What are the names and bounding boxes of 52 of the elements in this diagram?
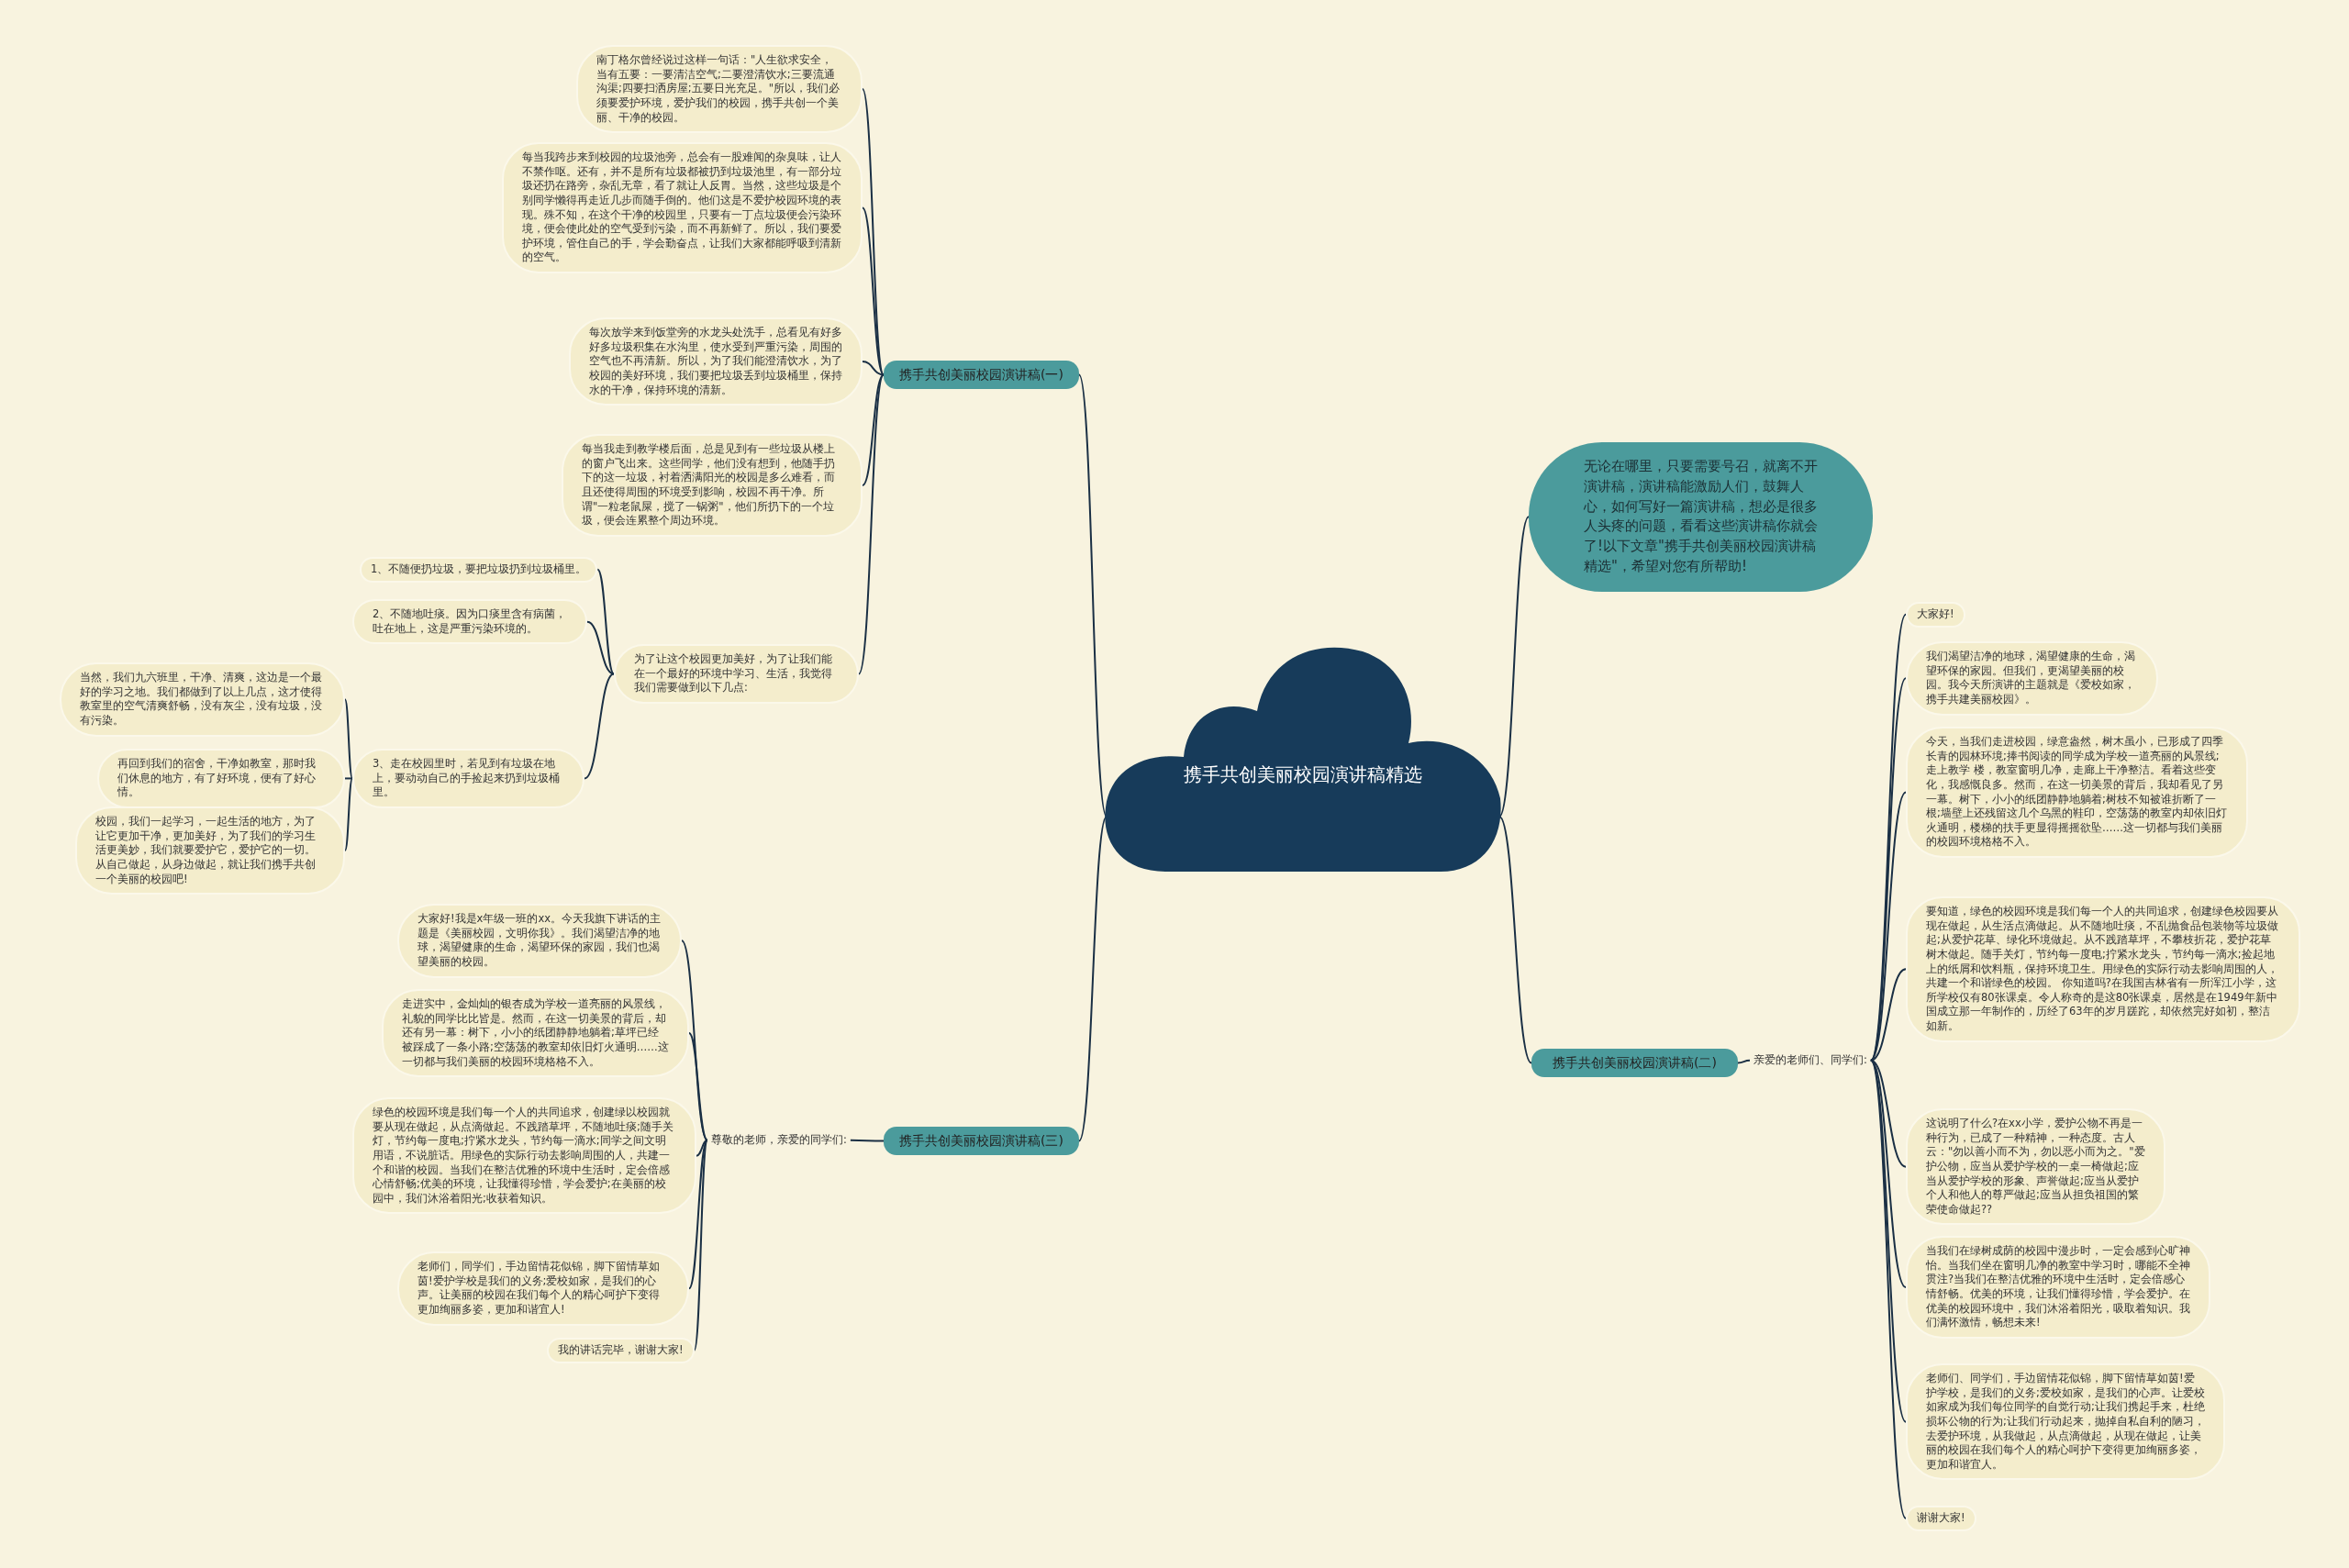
connector xyxy=(1869,1059,1907,1519)
connector xyxy=(586,620,615,675)
text-bubble: 谢谢大家! xyxy=(1906,1506,1976,1531)
connector xyxy=(849,1139,885,1142)
branch-box: 携手共创美丽校园演讲稿(三) xyxy=(884,1127,1079,1156)
connector xyxy=(862,373,885,486)
text-bubble: 大家好! xyxy=(1906,602,1965,628)
text-bubble: 我们渴望洁净的地球，渴望健康的生命，渴望环保的家园。但我们，更渴望美丽的校园。我今天所演讲的主题就是《爱校如家，携手共建美丽校园》。 xyxy=(1906,641,2158,716)
connector xyxy=(693,1139,708,1351)
text-bubble: 当然，我们九六班里，干净、清爽，这边是一个最好的学习之地。我们都做到了以上几点，这才使得教室里的空气清爽舒畅，没有灰尘，没有垃圾，没有污染。 xyxy=(60,662,345,737)
connector xyxy=(344,698,353,780)
text-bubble: 校园，我们一起学习，一起生活的地方，为了让它更加干净，更加美好，为了我们的学习生活更美妙，我们就要爱护它，爱护它的一切。从自己做起，从身边做起，就让我们携手共创一个美丽的校园吧! xyxy=(75,806,345,895)
connector xyxy=(344,777,353,852)
text-bubble: 这说明了什么?在xx小学，爱护公物不再是一种行为，已成了一种精神，一种态度。古人云："勿以善小而不为，勿以恶小而为之。"爱护公物，应当从爱护学校的一桌一椅做起;应当从爱护学校的形象、声誉做起;应当从爱护个人和他人的尊严做起;应当从担负祖国的繁荣使命做起?? xyxy=(1906,1108,2165,1226)
text-bubble: 为了让这个校园更加美好，为了让我们能在一个最好的环境中学习、生活，我觉得我们需要做到以下几点: xyxy=(614,644,859,704)
text-label: 亲爱的老师们、同学们: xyxy=(1750,1051,1871,1070)
text-label: 尊敬的老师，亲爱的同学们: xyxy=(707,1131,851,1150)
intro-bubble: 无论在哪里，只要需要号召，就离不开演讲稿，演讲稿能激励人们，鼓舞人心，如何写好一篇演讲稿，想必是很多人头疼的问题，看看这些演讲稿你就会了!以下文章"携手共创美丽校园演讲稿精选"，希望对您有所帮助! xyxy=(1529,442,1873,592)
connector xyxy=(1498,816,1532,1064)
connector xyxy=(1869,968,1907,1062)
connector xyxy=(696,1139,708,1157)
connector xyxy=(344,777,353,780)
branch-box: 携手共创美丽校园演讲稿(二) xyxy=(1531,1049,1738,1078)
connector xyxy=(584,673,615,780)
connector xyxy=(1498,516,1530,817)
text-bubble: 走进实中，金灿灿的银杏成为学校一道亮丽的风景线，礼貌的同学比比皆是。然而，在这一切美景的背后，却还有另一幕：树下，小小的纸团静静地躺着;草坪已经被踩成了一条小路;空荡荡的教室却依旧灯火通明……这一切都与我们美丽的校园环境格格不入。 xyxy=(382,989,689,1078)
text-bubble: 大家好!我是x年级一班的xx。今天我旗下讲话的主题是《美丽校园，文明你我》。我们渴望洁净的地球，渴望健康的生命，渴望环保的家园，我们也渴望美丽的校园。 xyxy=(397,904,682,978)
text-bubble: 再回到我们的宿舍，干净如教室，那时我们休息的地方，有了好环境，便有了好心情。 xyxy=(97,749,345,808)
connector xyxy=(1869,791,1907,1062)
text-bubble: 绿色的校园环境是我们每一个人的共同追求，创建绿以校园就要从现在做起，从点滴做起。不践踏草坪，不随地吐痰;随手关灯，节约每一度电;拧紧水龙头，节约每一滴水;同学之间文明用语，不说脏话。用绿色的实际行动去影响周围的人，共建一个和谐的校园。当我们在整洁优雅的环境中生活时，定会倍感心情舒畅;优美的环境，让我懂得珍惜，学会爱护;在美丽的校园中，我们沐浴着阳光;收获着知识。 xyxy=(352,1097,696,1215)
connector xyxy=(688,1139,708,1290)
text-bubble: 每当我跨步来到校园的垃圾池旁，总会有一股难闻的杂臭味，让人不禁作呕。还有，并不是所有垃圾都被扔到垃圾池里，有一部分垃圾还扔在路旁，杂乱无章，看了就让人反胃。当然，这些垃圾是个别同学懒得再走近几步而随手倒的。他们这是不爱护校园环境的表现。殊不知，在这个干净的校园里，只要有一丁点垃圾便会污染环境，便会使此处的空气受到污染，而不再新鲜了。所以，我们要爱护环境，管住自己的手，学会勤奋点，让我们大家都能呼吸到清新的空气。 xyxy=(502,142,863,273)
text-bubble: 3、走在校园里时，若见到有垃圾在地上，要动动自己的手捡起来扔到垃圾桶里。 xyxy=(352,749,584,808)
connector xyxy=(688,1032,708,1141)
text-bubble: 2、不随地吐痰。因为口痰里含有病菌，吐在地上，这是严重污染环境的。 xyxy=(352,599,587,645)
connector xyxy=(862,206,885,376)
text-bubble: 南丁格尔曾经说过这样一句话："人生欲求安全，当有五要：一要清洁空气;二要澄清饮水;三要流通沟渠;四要扫洒房屋;五要日光充足。"所以，我们必须要爱护环境，爱护我们的校园，携手共创一个美丽、干净的校园。 xyxy=(576,45,863,134)
text-bubble: 我的讲话完毕，谢谢大家! xyxy=(547,1338,695,1363)
text-bubble: 老师们，同学们，手边留情花似锦，脚下留情草如茵!爱护学校是我们的义务;爱校如家，是我们的心声。让美丽的校园在我们每个人的精心呵护下变得更加绚丽多姿，更加和谐宜人! xyxy=(397,1251,689,1326)
connector xyxy=(1869,1059,1907,1288)
text-bubble: 1、不随便扔垃圾，要把垃圾扔到垃圾桶里。 xyxy=(360,557,598,583)
connector xyxy=(862,361,885,376)
text-bubble: 要知道，绿色的校园环境是我们每一个人的共同追求，创建绿色校园要从现在做起，从生活点滴做起。从不随地吐痰，不乱抛食品包装物等垃圾做起;从爱护花草、绿化环境做起。从不践踏草坪，不攀枝折花，爱护花草树木做起。随手关灯，节约每一度电;拧紧水龙头，节约每一滴水;捡起地上的纸屑和饮料瓶，保持环境卫生。用绿色的实际行动去影响周围的人，共建一个和谐绿色的校园。 你知道吗?在我国吉林省有一所浑江小学，这所学校仅有80张课桌。令人称奇的是这80张课桌，居然是在1949年新中国成立那一年制作的，历经了63年的岁月蹉跎，却依然完好如初，整洁如新。 xyxy=(1906,896,2300,1042)
connector xyxy=(596,568,615,675)
branch-box: 携手共创美丽校园演讲稿(一) xyxy=(884,361,1079,390)
text-bubble: 每当我走到教学楼后面，总是见到有一些垃圾从楼上的窗户飞出来。这些同学，他们没有想到，他随手扔下的这一垃圾，衬着洒满阳光的校园是多么难看，而且还使得周围的环境受到影响，校园不再干净。所谓"一粒老鼠屎，搅了一锅粥"，他们所扔下的一个垃圾，便会连累整个周边环境。 xyxy=(562,434,863,537)
text-bubble: 每次放学来到饭堂旁的水龙头处洗手，总看见有好多好多垃圾积集在水沟里，使水受到严重污染，周围的空气也不再清新。所以，为了我们能澄清饮水，为了校园的美好环境，我们要把垃圾丢到垃圾桶里，保持水的干净，保持环境的清新。 xyxy=(569,317,863,406)
text-bubble: 今天，当我们走进校园，绿意盎然，树木虽小，已形成了四季长青的园林环境;捧书阅读的同学成为学校一道亮丽的风景线;走上教学 楼，教室窗明几净，走廊上干净整洁。看着这些变化，我感慨良多。然而，在这一切美景的背后，我却看见了另一幕。树下，小小的纸团静静地躺着;树枝不知被谁折断了一根;墙壁上还残留这几个乌黑的鞋印，空荡荡的教室内却依旧灯火通明，楼梯的扶手更显得摇摇欲坠……这一切都与我们美丽的校园环境格格不入。 xyxy=(1906,727,2248,858)
text-bubble: 老师们、同学们，手边留情花似锦，脚下留情草如茵!爱护学校，是我们的义务;爱校如家，是我们的心声。让爱校如家成为我们每位同学的自觉行动;让我们携起手来，杜绝损坏公物的行为;让我们行动起来，抛掉自私自利的陋习，去爱护环境，从我做起，从点滴做起，从现在做起，让美丽的校园在我们每个人的精心呵护下变得更加绚丽多姿，更加和谐宜人。 xyxy=(1906,1363,2225,1481)
text-bubble: 当我们在绿树成荫的校园中漫步时，一定会感到心旷神怡。当我们坐在窗明几净的教室中学习时，哪能不全神贯注?当我们在整洁优雅的环境中生活时，定会倍感心情舒畅。优美的环境，让我们懂得珍惜，学会爱护。在优美的校园环境中，我们沐浴着阳光，吸取着知识。我们满怀激情，畅想未来! xyxy=(1906,1236,2210,1339)
connector xyxy=(858,373,885,675)
connector xyxy=(1737,1059,1751,1064)
